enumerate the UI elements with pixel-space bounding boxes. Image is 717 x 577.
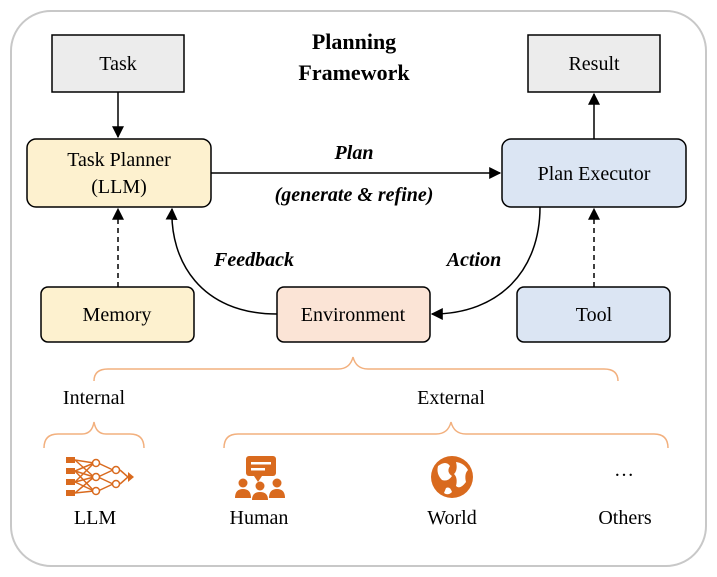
task-label: Task xyxy=(99,53,136,75)
arrow-environment-feedback-to-planner xyxy=(165,207,278,315)
human-item-label: Human xyxy=(230,507,289,529)
internal-brace xyxy=(43,421,145,449)
task-planner-node: Task Planner (LLM) xyxy=(26,138,212,208)
people-chat-icon xyxy=(235,456,285,500)
task-planner-label-line2: (LLM) xyxy=(91,176,147,198)
world-item-label: World xyxy=(427,507,477,529)
neural-network-icon xyxy=(66,457,134,496)
memory-label: Memory xyxy=(83,304,152,326)
llm-item-label: LLM xyxy=(74,507,116,529)
plan-executor-node: Plan Executor xyxy=(501,138,687,208)
tool-node: Tool xyxy=(516,286,671,343)
feedback-edge-label: Feedback xyxy=(213,249,294,271)
external-brace xyxy=(223,421,669,449)
environment-brace xyxy=(93,356,619,382)
task-planner-label-line1: Task Planner xyxy=(67,149,171,171)
title-line-2: Framework xyxy=(298,60,410,85)
external-group-label: External xyxy=(417,387,485,409)
action-edge-label: Action xyxy=(445,249,501,271)
plan-edge-sublabel: (generate & refine) xyxy=(275,184,434,206)
internal-group-label: Internal xyxy=(63,387,126,409)
task-node: Task xyxy=(51,34,185,93)
title-line-1: Planning xyxy=(312,29,396,54)
plan-executor-label: Plan Executor xyxy=(538,163,651,185)
tool-label: Tool xyxy=(576,304,613,326)
plan-edge-label: Plan xyxy=(334,142,374,164)
globe-icon xyxy=(431,456,473,498)
others-item-label: Others xyxy=(598,507,652,529)
others-ellipsis: … xyxy=(614,459,634,481)
result-label: Result xyxy=(568,53,620,75)
environment-node: Environment xyxy=(276,286,431,343)
memory-node: Memory xyxy=(40,286,195,343)
result-node: Result xyxy=(527,34,661,93)
arrow-executor-action-to-environment xyxy=(430,206,541,320)
environment-label: Environment xyxy=(301,304,406,326)
